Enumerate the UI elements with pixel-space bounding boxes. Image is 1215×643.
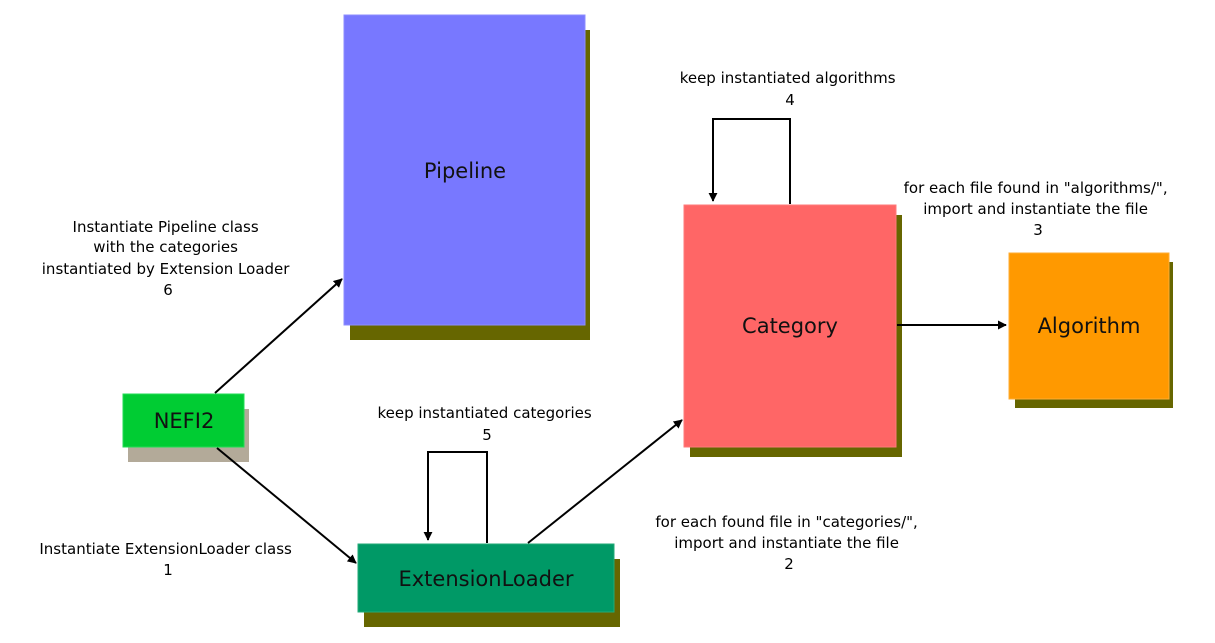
edge-label-2-line-3: 2 bbox=[784, 555, 794, 573]
edge-label-6-line-2: with the categories bbox=[93, 238, 238, 256]
node-category-box bbox=[683, 204, 897, 448]
edge-label-3-line-1: for each file found in "algorithms/", bbox=[904, 179, 1168, 197]
node-extension-loader[interactable]: ExtensionLoader bbox=[357, 543, 620, 627]
edge-label-2: for each found file in "categories/", im… bbox=[655, 513, 922, 573]
edge-label-6-line-1: Instantiate Pipeline class bbox=[73, 218, 259, 236]
node-extension-loader-label: ExtensionLoader bbox=[398, 567, 573, 591]
node-category[interactable]: Category bbox=[683, 204, 902, 457]
node-nefi2-box bbox=[122, 393, 245, 448]
node-algorithm-label: Algorithm bbox=[1038, 314, 1141, 338]
edge-label-1-line-1: Instantiate ExtensionLoader class bbox=[39, 540, 292, 558]
edge-label-3-line-3: 3 bbox=[1033, 221, 1043, 239]
edge-label-6: Instantiate Pipeline class with the cate… bbox=[42, 218, 294, 299]
edge-label-1-line-2: 1 bbox=[163, 561, 173, 579]
edge-label-2-line-2: import and instantiate the file bbox=[674, 534, 899, 552]
node-category-label: Category bbox=[742, 314, 838, 338]
edge-label-3-line-2: import and instantiate the file bbox=[923, 200, 1148, 218]
node-pipeline-box bbox=[343, 14, 586, 326]
node-nefi2[interactable]: NEFI2 bbox=[122, 393, 249, 462]
edge-label-2-line-1: for each found file in "categories/", bbox=[655, 513, 917, 531]
edge-category-self-loop bbox=[708, 118, 791, 204]
edge-label-6-line-3: instantiated by Extension Loader bbox=[42, 260, 290, 278]
edge-label-4-line-1: keep instantiated algorithms bbox=[680, 69, 896, 87]
edge-label-5: keep instantiated categories 5 bbox=[377, 404, 596, 444]
edge-label-5-line-2: 5 bbox=[482, 426, 492, 444]
edge-label-1: Instantiate ExtensionLoader class 1 bbox=[39, 540, 296, 579]
edge-nefi2-to-pipeline bbox=[214, 278, 343, 394]
edge-label-4: keep instantiated algorithms 4 bbox=[680, 69, 901, 109]
edge-extension-loader-self-loop bbox=[423, 451, 488, 543]
edge-extension-loader-to-category bbox=[527, 419, 683, 544]
edge-label-6-line-4: 6 bbox=[163, 281, 173, 299]
node-pipeline-label: Pipeline bbox=[424, 159, 506, 183]
edge-label-3: for each file found in "algorithms/", im… bbox=[904, 179, 1173, 239]
node-pipeline[interactable]: Pipeline bbox=[343, 14, 590, 340]
node-extension-loader-box bbox=[357, 543, 615, 613]
node-algorithm[interactable]: Algorithm bbox=[1008, 252, 1173, 408]
edge-label-5-line-1: keep instantiated categories bbox=[377, 404, 591, 422]
node-nefi2-label: NEFI2 bbox=[154, 409, 215, 433]
edge-label-4-line-2: 4 bbox=[785, 91, 795, 109]
edge-nefi2-to-extension-loader bbox=[216, 447, 357, 564]
node-algorithm-box bbox=[1008, 252, 1170, 400]
